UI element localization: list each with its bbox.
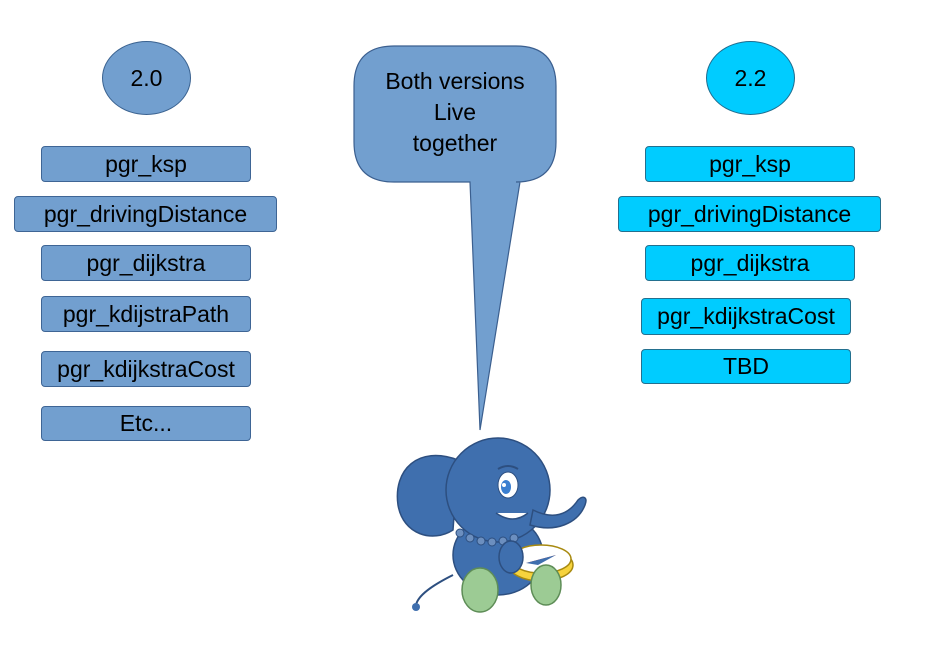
elephant-with-compass-icon — [396, 437, 587, 613]
version-2-0-ellipse: 2.0 — [102, 41, 191, 115]
right-function-tbd: TBD — [641, 349, 851, 384]
right-function-drivingdistance: pgr_drivingDistance — [618, 196, 881, 232]
bubble-line-2: Live — [433, 99, 477, 125]
version-2-0-label: 2.0 — [130, 64, 163, 91]
speech-bubble-text: Both versions Live together — [356, 66, 554, 159]
version-2-2-label: 2.2 — [734, 64, 767, 91]
left-function-ksp: pgr_ksp — [41, 146, 251, 182]
right-function-kdijkstracost: pgr_kdijkstraCost — [641, 298, 851, 335]
right-function-dijkstra: pgr_dijkstra — [645, 245, 855, 281]
left-function-etc: Etc... — [41, 406, 251, 441]
left-function-kdijkstracost: pgr_kdijkstraCost — [41, 351, 251, 387]
right-function-ksp: pgr_ksp — [645, 146, 855, 182]
bubble-line-1: Both versions — [385, 68, 525, 94]
left-function-kdijstrapath: pgr_kdijstraPath — [41, 296, 251, 332]
bubble-line-3: together — [412, 130, 498, 156]
left-function-dijkstra: pgr_dijkstra — [41, 245, 251, 281]
version-2-2-ellipse: 2.2 — [706, 41, 795, 115]
left-function-drivingdistance: pgr_drivingDistance — [14, 196, 277, 232]
